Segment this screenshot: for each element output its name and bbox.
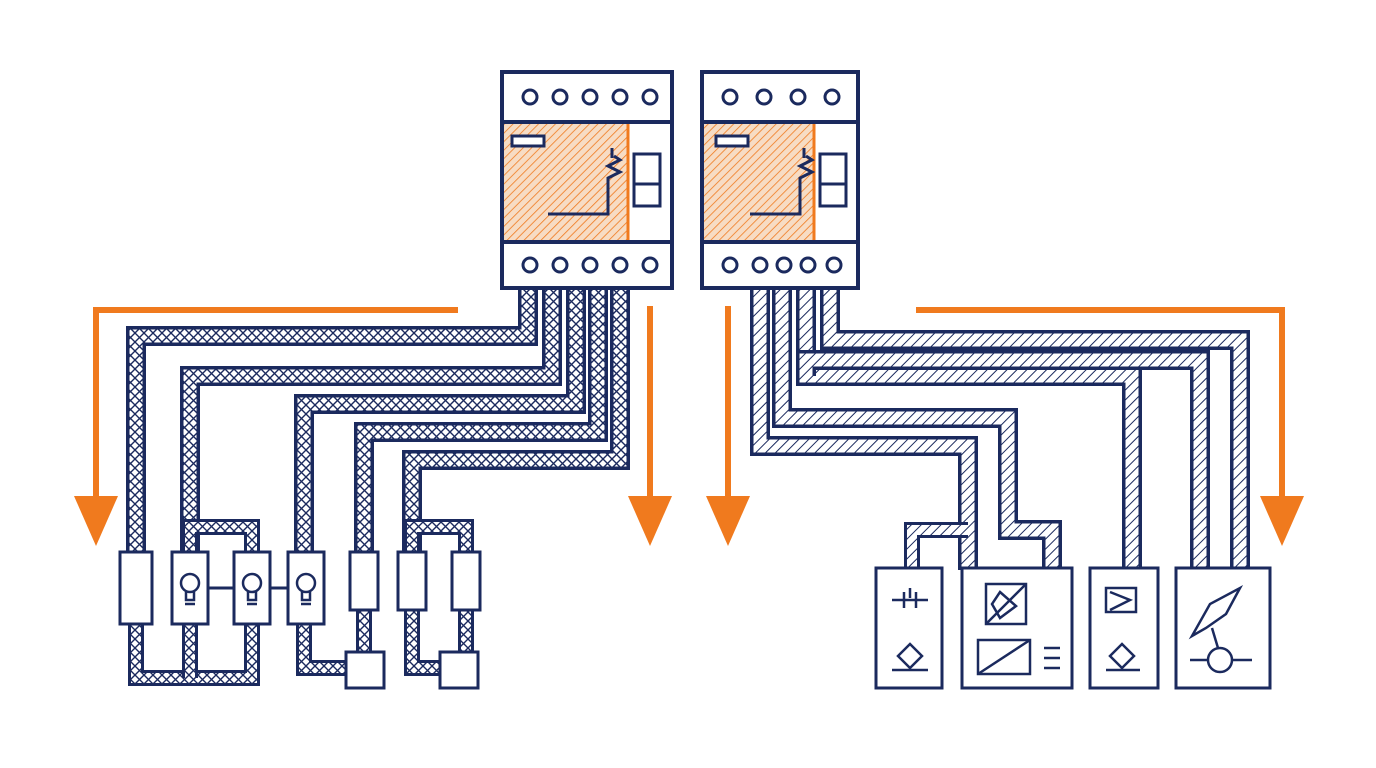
motor-icon (1188, 584, 1252, 674)
cable-4 (354, 288, 608, 555)
bottom-terminals (521, 256, 659, 274)
cable-r6 (904, 522, 968, 570)
panel-icons (892, 582, 1252, 676)
transformer-icon (976, 582, 1060, 676)
flow-arrow-right-inner (706, 306, 750, 546)
capacitor-icon (892, 588, 928, 608)
equipment-panels (874, 566, 1272, 690)
breaker-left (500, 70, 674, 290)
cable-3 (294, 288, 586, 555)
lamp-icon (179, 572, 201, 606)
top-terminals (521, 88, 659, 106)
lamp-fixture-3 (286, 550, 326, 626)
diamond-icon (1104, 586, 1140, 672)
cable-r5 (796, 350, 1210, 570)
cable-1 (126, 288, 538, 555)
junction-box-2 (438, 650, 480, 690)
junction-box-1 (344, 650, 386, 690)
cable-2 (180, 288, 562, 555)
cable-r3 (796, 288, 1142, 570)
bottom-terminals (721, 256, 843, 274)
lamp-icons (179, 572, 317, 606)
equipment-circuit-cables (750, 288, 1250, 570)
cable-r4 (820, 288, 1250, 570)
lighting-loads (118, 550, 482, 690)
lamp-fixture-1 (170, 550, 210, 626)
flow-arrows (74, 306, 1304, 546)
lamp-icon (241, 572, 263, 606)
switch-icon (750, 148, 816, 216)
diamond-icon (892, 642, 928, 672)
cable-r1 (750, 288, 978, 570)
fuse-4 (450, 550, 482, 612)
flow-arrow-left-outer (74, 307, 458, 546)
top-terminals (721, 88, 841, 106)
fuse-3 (396, 550, 428, 612)
cable-5 (402, 288, 630, 555)
flow-arrow-left-inner (628, 306, 672, 546)
fuse-1 (118, 550, 154, 626)
motor-panel (1174, 566, 1272, 690)
cable-r2 (772, 288, 1062, 570)
flow-arrow-right-outer (916, 307, 1304, 546)
lamp-icon (295, 572, 317, 606)
switch-icon (548, 148, 624, 216)
breaker-right (700, 70, 860, 290)
fuse-2 (348, 550, 380, 612)
lamp-fixture-2 (232, 550, 272, 626)
